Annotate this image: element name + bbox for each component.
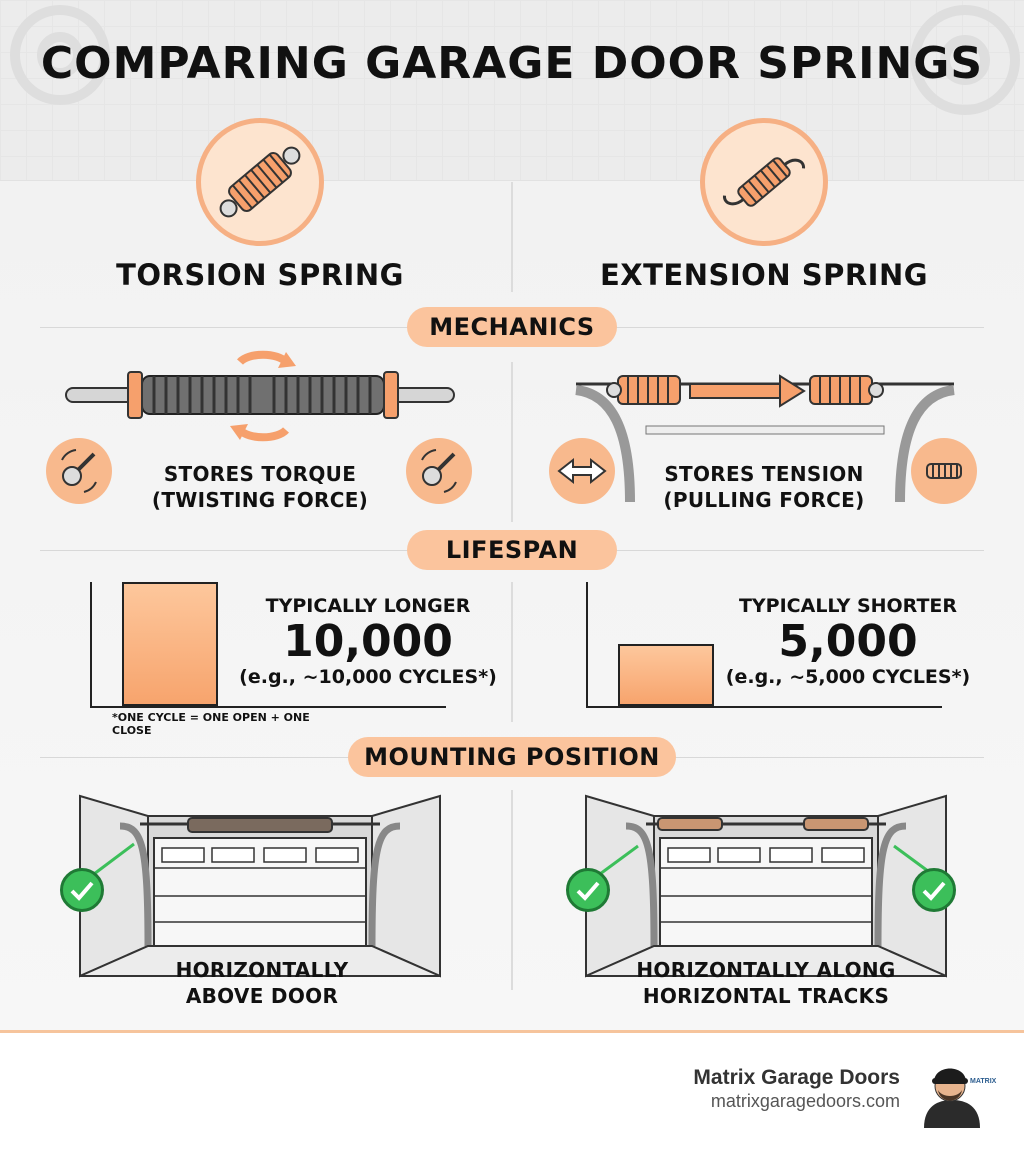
torsion-spring-icon — [196, 118, 324, 246]
footer — [0, 1030, 1024, 1157]
torsion-lifespan-value: 10,000 — [283, 616, 453, 667]
extension-garage-illustration — [585, 794, 947, 978]
torsion-mounting-line2: ABOVE DOOR — [185, 984, 339, 1008]
torsion-garage-illustration — [79, 794, 441, 978]
lifespan-label: LIFESPAN — [407, 530, 617, 570]
extension-mechanics-line2: (PULLING FORCE) — [663, 488, 865, 512]
extension-lifespan-note: (e.g., ~5,000 CYCLES*) — [725, 666, 971, 688]
column-divider-mechanics — [511, 362, 513, 522]
torsion-spring-title: TORSION SPRING — [116, 258, 404, 292]
cycle-footnote: *ONE CYCLE = ONE OPEN + ONE CLOSE — [112, 711, 310, 737]
extension-mounting-line1: HORIZONTALLY ALONG — [636, 958, 896, 982]
torsion-x-axis — [90, 706, 446, 708]
torsion-lifespan-bar — [122, 582, 218, 706]
check-icon — [566, 868, 610, 912]
mechanics-label: MECHANICS — [407, 307, 617, 347]
torsion-mounting-line1: HORIZONTALLY — [175, 958, 349, 982]
coil-spring-icon — [911, 438, 977, 504]
extension-lifespan-heading: TYPICALLY SHORTER — [738, 595, 958, 617]
check-icon — [60, 868, 104, 912]
column-divider-lifespan — [511, 582, 513, 722]
torsion-lifespan-heading: TYPICALLY LONGER — [265, 595, 471, 617]
gear-decoration-icon — [10, 5, 1020, 115]
page-title: COMPARING GARAGE DOOR SPRINGS — [40, 38, 984, 89]
torsion-mechanics-line2: (TWISTING FORCE) — [151, 488, 369, 512]
brand-url[interactable]: matrixgaragedoors.com — [710, 1091, 900, 1111]
mounting-label: MOUNTING POSITION — [348, 737, 676, 777]
torsion-lifespan-note: (e.g., ~10,000 CYCLES*) — [239, 666, 497, 688]
header-grid-pattern — [0, 0, 1024, 180]
extension-mechanics-line1: STORES TENSION — [664, 462, 864, 486]
key-rotation-icon — [406, 438, 472, 504]
extension-spring-title: EXTENSION SPRING — [599, 258, 929, 292]
torsion-shaft-illustration — [65, 350, 455, 442]
brand-name: Matrix Garage Doors — [693, 1066, 900, 1089]
avatar — [918, 1052, 986, 1128]
double-arrow-icon — [549, 438, 615, 504]
extension-lifespan-bar — [618, 644, 714, 706]
extension-y-axis — [586, 582, 588, 708]
extension-track-illustration — [575, 374, 955, 503]
extension-lifespan-value: 5,000 — [778, 616, 918, 667]
extension-spring-icon — [700, 118, 828, 246]
brand-logo-text: MATRIX — [970, 1078, 997, 1085]
column-divider-top — [511, 182, 513, 292]
torsion-y-axis — [90, 582, 92, 708]
torsion-mechanics-line1: STORES TORQUE — [163, 462, 357, 486]
extension-mounting-line2: HORIZONTAL TRACKS — [642, 984, 890, 1008]
extension-x-axis — [586, 706, 942, 708]
check-icon — [912, 868, 956, 912]
column-divider-mounting — [511, 790, 513, 990]
key-wrench-icon — [46, 438, 112, 504]
